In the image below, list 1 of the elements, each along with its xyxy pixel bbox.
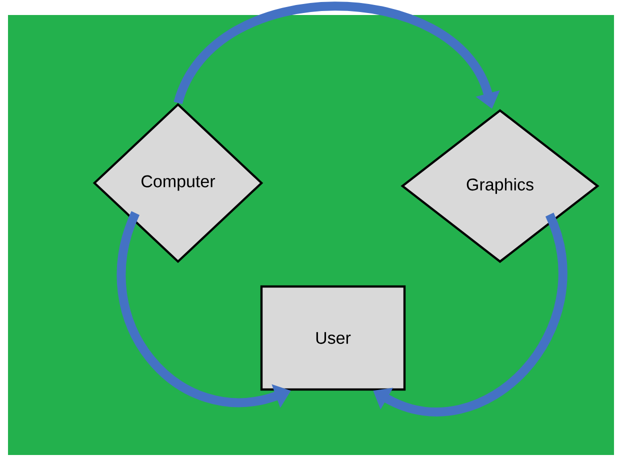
process-box: User: [260, 285, 406, 391]
